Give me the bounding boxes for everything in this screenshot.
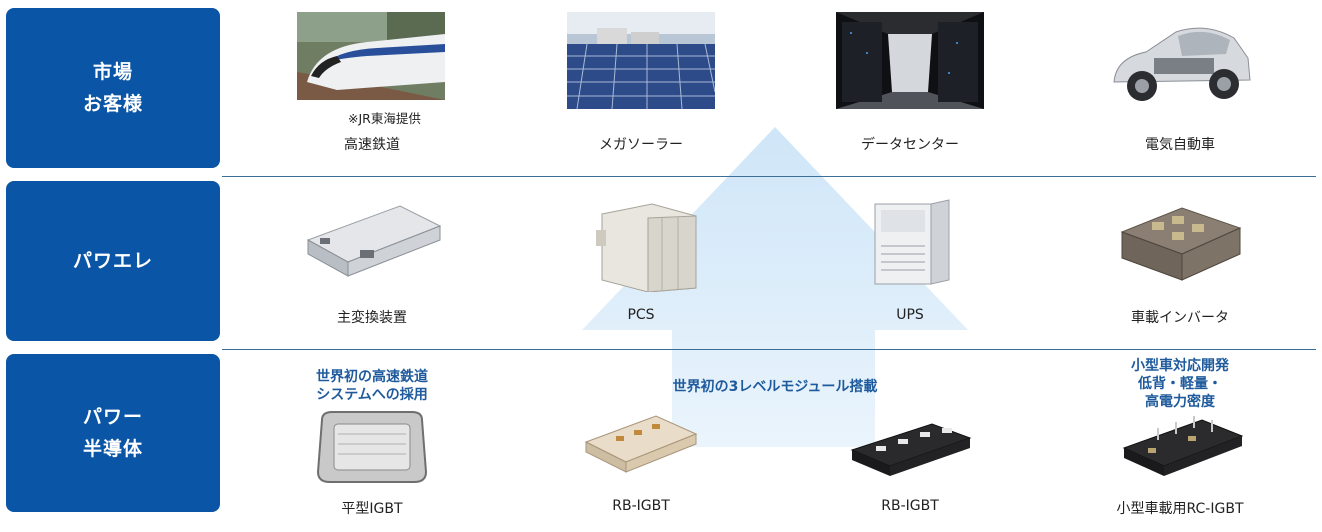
power-electronics-item-label: 車載インバータ <box>1131 310 1229 326</box>
electric-car-photo <box>1113 27 1251 101</box>
upward-arrow <box>582 127 968 447</box>
row-label-market: 市場 お客様 <box>6 8 220 168</box>
row-label-line: パワエレ <box>72 250 153 272</box>
semiconductor-item-label: RB-IGBT <box>612 498 670 514</box>
rb-igbt-module-image-2 <box>850 423 972 476</box>
market-item-label: 電気自動車 <box>1145 137 1215 153</box>
semiconductor-item-label: 平型IGBT <box>341 501 403 517</box>
ups-cabinet-image <box>874 199 950 285</box>
feature-line: 小型車対応開発 <box>1131 358 1229 374</box>
feature-line: 世界初の高速鉄道 <box>316 369 428 385</box>
data-center-photo <box>836 12 984 109</box>
row-label-line: 半導体 <box>82 438 143 460</box>
feature-compact-vehicle: 小型車対応開発 低背・軽量・ 高電力密度 <box>1090 357 1270 411</box>
vehicle-inverter-image <box>1120 207 1242 281</box>
market-item-label: メガソーラー <box>599 137 683 153</box>
market-item-label: 高速鉄道 <box>344 137 400 153</box>
power-electronics-item-label: UPS <box>896 307 924 323</box>
photo-credit: ※JR東海提供 <box>348 111 421 126</box>
row-label-semiconductor: パワー 半導体 <box>6 354 220 512</box>
feature-highspeed-railway: 世界初の高速鉄道 システムへの採用 <box>282 368 462 404</box>
feature-3level-module: 世界初の3レベルモジュール搭載 <box>580 378 970 396</box>
row-label-line: パワー <box>82 406 143 428</box>
row-divider <box>222 176 1316 177</box>
feature-line: 高電力密度 <box>1145 394 1215 410</box>
feature-line: 低背・軽量・ <box>1138 376 1222 392</box>
row-label-line: 市場 <box>92 61 133 83</box>
row-label-line: お客様 <box>82 93 143 115</box>
power-electronics-item-label: 主変換装置 <box>337 310 407 326</box>
row-label-power-electronics: パワエレ <box>6 181 220 341</box>
market-item-label: データセンター <box>861 137 959 153</box>
main-converter-image <box>306 205 442 277</box>
feature-line: 世界初の3レベルモジュール搭載 <box>672 379 878 395</box>
pcs-cabinet-image <box>596 203 697 292</box>
bullet-train-photo <box>297 12 445 100</box>
rb-igbt-module-image-1 <box>584 415 698 473</box>
semiconductor-item-label: 小型車載用RC-IGBT <box>1116 501 1244 517</box>
row-divider <box>222 349 1316 350</box>
feature-line: システムへの採用 <box>316 387 428 403</box>
power-electronics-item-label: PCS <box>627 307 655 323</box>
mega-solar-photo <box>567 12 715 109</box>
rc-igbt-module-image <box>1122 416 1244 476</box>
flat-igbt-image <box>316 411 428 483</box>
semiconductor-item-label: RB-IGBT <box>881 498 939 514</box>
